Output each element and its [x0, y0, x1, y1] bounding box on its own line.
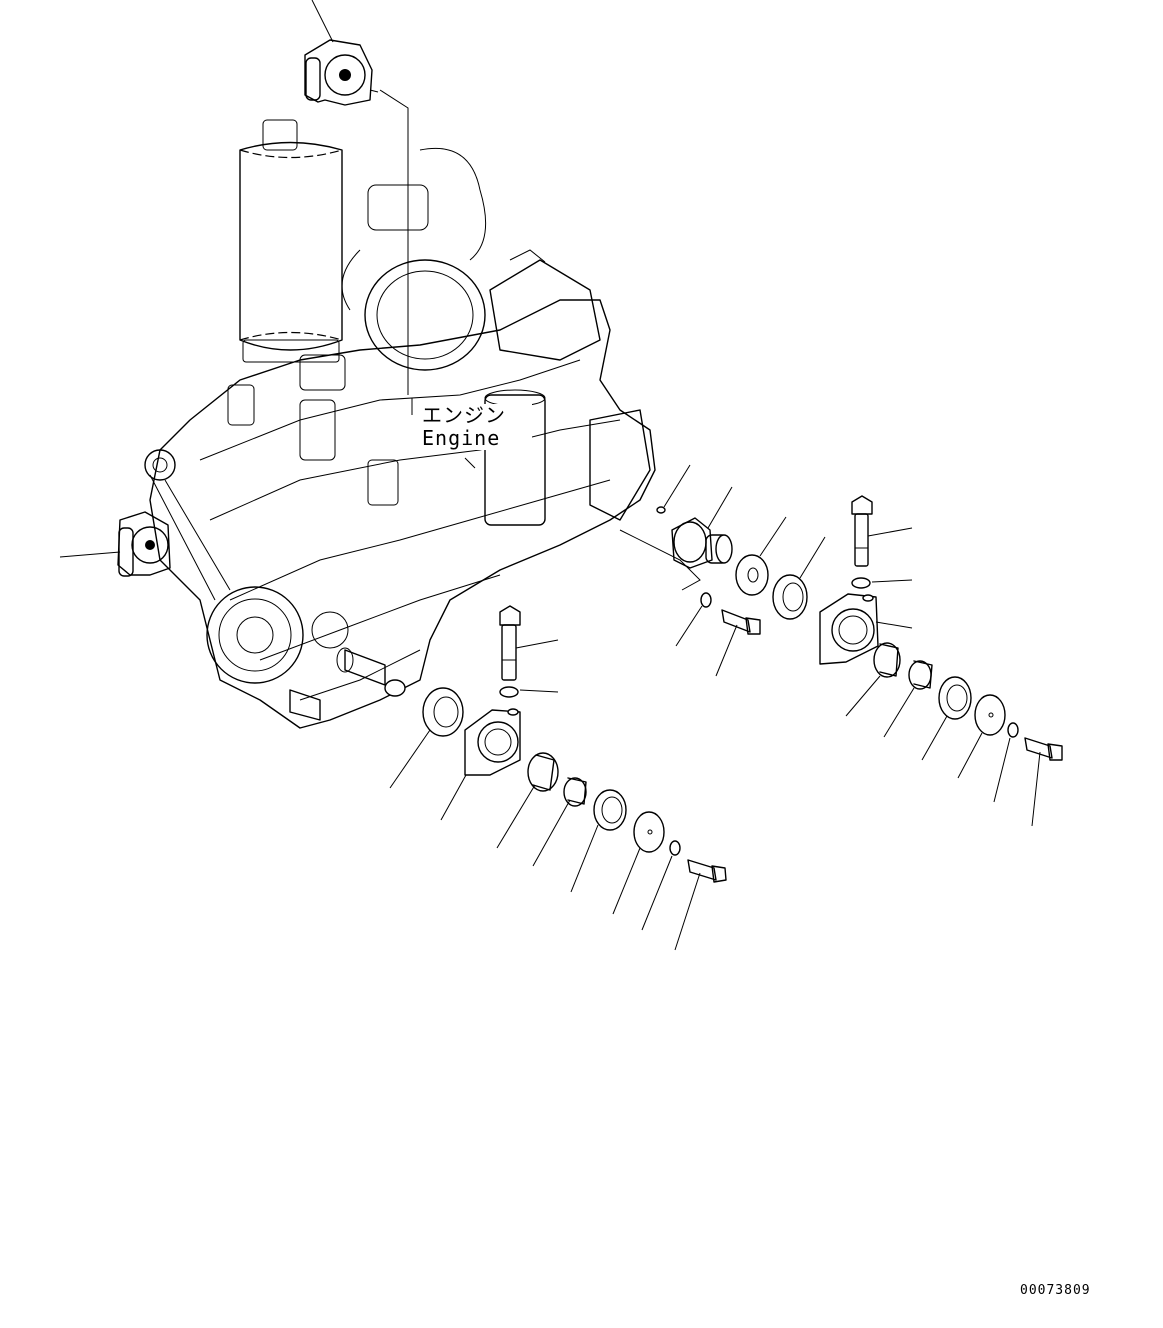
bolt-short-right-2 [1024, 737, 1063, 827]
washer-right-small [700, 592, 712, 608]
bushing-center-2 [532, 777, 587, 867]
bushing-center-1 [496, 752, 559, 849]
shaft-flange-right [619, 486, 733, 591]
drawing-number: 00073809 [1020, 1283, 1091, 1298]
washer-center [499, 686, 519, 698]
washer-right-2 [851, 577, 871, 589]
right-mount-exploded [619, 464, 1063, 827]
bracket-center [440, 708, 521, 821]
bushing-right-2 [883, 660, 933, 738]
crank-pulley [144, 449, 349, 684]
air-filter-canister [239, 119, 343, 363]
washer-right-3 [1007, 722, 1019, 738]
left-mount-bracket [59, 511, 171, 577]
seal-right-2 [921, 676, 972, 761]
bolt-long-right [851, 495, 913, 567]
washer-center-2 [669, 840, 681, 856]
plate-right [957, 694, 1006, 779]
bolt-long-center [499, 605, 559, 681]
bolt-short-center [674, 859, 727, 951]
seal-right-1 [772, 536, 826, 620]
plug-right [656, 506, 666, 514]
seal-center-2 [570, 789, 627, 893]
plate-center [612, 811, 665, 915]
engine-label-en: Engine [422, 426, 501, 450]
bolt-short-right-1 [715, 609, 761, 677]
engine-assembly [144, 119, 656, 729]
top-mount-bracket [304, 0, 409, 395]
seal-center-1 [389, 687, 464, 789]
turbocharger [341, 147, 487, 371]
washer-right-1 [735, 554, 769, 596]
bushing-right-1 [845, 642, 901, 717]
bracket-right [819, 593, 913, 665]
lower-mount-exploded [389, 605, 727, 951]
engine-label-ja: エンジン [422, 404, 506, 427]
